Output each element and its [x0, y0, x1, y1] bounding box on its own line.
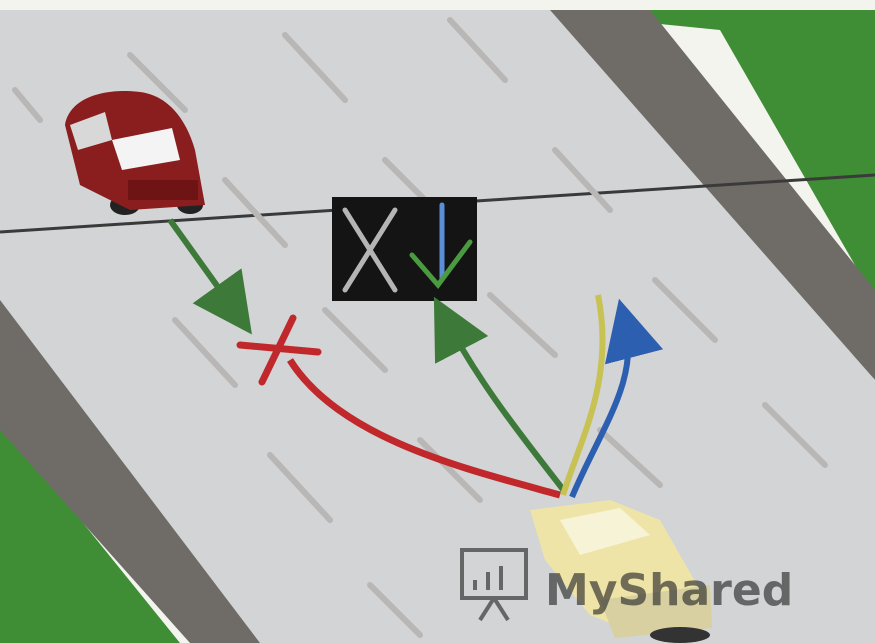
- lane-signal-panel: [332, 197, 477, 301]
- watermark-text: MyShared: [545, 565, 793, 616]
